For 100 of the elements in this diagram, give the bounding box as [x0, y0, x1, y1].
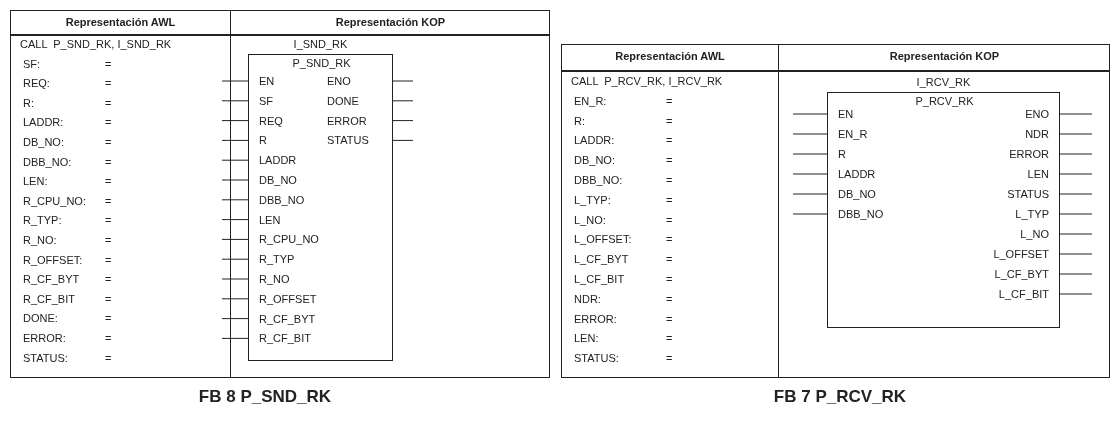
assignment-sign: =: [666, 213, 673, 227]
assignment-sign: =: [666, 114, 673, 128]
parameter-name: SF:: [23, 57, 41, 71]
output-pin-name: NDR: [1025, 128, 1049, 141]
assignment-sign: =: [105, 57, 112, 71]
input-pin-name: R_TYP: [259, 253, 295, 267]
assignment-sign: =: [105, 136, 112, 149]
parameter-name: DBB_NO:: [574, 174, 623, 187]
assignment-sign: =: [105, 234, 112, 247]
assignment-sign: =: [666, 154, 673, 168]
output-pin-name: STATUS: [1007, 188, 1049, 201]
function-block: [248, 54, 393, 361]
input-pin-name: LADDR: [259, 154, 297, 168]
parameter-name: R_TYP:: [23, 214, 62, 228]
parameter-name: ERROR:: [23, 332, 66, 345]
parameter-name: DB_NO:: [574, 154, 615, 168]
assignment-sign: =: [666, 193, 673, 207]
input-pin-name: R: [259, 134, 267, 148]
parameter-name: R:: [23, 96, 34, 110]
caption: FB 8 P_SND_RK: [198, 387, 332, 407]
parameter-name: LEN:: [23, 175, 48, 189]
output-pin-name: L_TYP: [1015, 208, 1049, 221]
input-pin-name: R_CF_BIT: [259, 332, 311, 346]
assignment-sign: =: [666, 292, 673, 306]
output-pin-name: ERROR: [1009, 148, 1049, 161]
code-line: CALL P_RCV_RK, I_RCV_RK: [571, 75, 723, 88]
code-line: CALL P_SND_RK, I_SND_RK: [20, 38, 172, 51]
assignment-sign: =: [105, 351, 112, 365]
output-pin-name: ENO: [327, 75, 351, 88]
input-pin-name: DB_NO: [259, 174, 297, 187]
parameter-name: L_NO:: [574, 213, 606, 227]
assignment-sign: =: [666, 94, 673, 108]
output-pin-name: LEN: [1027, 168, 1049, 181]
assignment-sign: =: [666, 332, 673, 346]
assignment-sign: =: [666, 312, 673, 326]
input-pin-name: R: [838, 148, 846, 161]
parameter-name: ERROR:: [574, 312, 617, 326]
parameter-name: L_CF_BYT: [574, 253, 629, 267]
block-type-name: P_SND_RK: [292, 57, 351, 70]
column-header: Representación KOP: [335, 16, 446, 29]
instance-name: I_SND_RK: [293, 38, 348, 51]
parameter-name: LADDR:: [574, 134, 615, 148]
input-pin-name: EN_R: [838, 128, 868, 141]
parameter-name: R:: [574, 114, 585, 128]
input-pin-name: DBB_NO: [259, 193, 305, 207]
output-pin-name: STATUS: [327, 134, 369, 148]
instance-name: I_RCV_RK: [916, 76, 971, 89]
parameter-name: R_CPU_NO:: [23, 194, 86, 208]
assignment-sign: =: [105, 96, 112, 110]
input-pin-name: R_OFFSET: [259, 292, 317, 306]
column-header: Representación AWL: [65, 16, 176, 29]
assignment-sign: =: [666, 174, 673, 187]
parameter-name: DBB_NO:: [23, 155, 72, 169]
parameter-name: R_NO:: [23, 234, 57, 247]
input-pin-name: LADDR: [838, 168, 876, 181]
parameter-name: R_CF_BYT: [23, 273, 80, 287]
parameter-name: DB_NO:: [23, 136, 64, 149]
assignment-sign: =: [105, 273, 112, 287]
parameter-name: LADDR:: [23, 116, 64, 130]
input-pin-name: LEN: [259, 213, 281, 227]
assignment-sign: =: [666, 352, 673, 366]
input-pin-name: EN: [838, 108, 854, 121]
parameter-name: STATUS:: [23, 351, 68, 365]
output-pin-name: ERROR: [327, 114, 367, 128]
output-pin-name: L_OFFSET: [993, 248, 1049, 261]
assignment-sign: =: [105, 332, 112, 345]
column-header: Representación AWL: [615, 50, 725, 63]
input-pin-name: R_CPU_NO: [259, 233, 319, 247]
output-pin-name: DONE: [327, 94, 359, 108]
assignment-sign: =: [105, 194, 112, 208]
parameter-name: R_CF_BIT: [23, 292, 75, 306]
input-pin-name: R_CF_BYT: [259, 312, 316, 326]
input-pin-name: R_NO: [259, 273, 290, 286]
parameter-name: STATUS:: [574, 352, 619, 366]
output-pin-name: ENO: [1025, 108, 1049, 121]
input-pin-name: DBB_NO: [838, 208, 884, 221]
block-type-name: P_RCV_RK: [915, 95, 974, 108]
parameter-name: L_CF_BIT: [574, 273, 625, 286]
assignment-sign: =: [105, 116, 112, 130]
assignment-sign: =: [666, 134, 673, 148]
assignment-sign: =: [105, 155, 112, 169]
parameter-name: LEN:: [574, 332, 599, 346]
output-pin-name: L_CF_BYT: [994, 268, 1049, 281]
column-header: Representación KOP: [889, 50, 1000, 63]
parameter-name: R_OFFSET:: [23, 253, 83, 267]
input-pin-name: REQ: [259, 114, 283, 128]
parameter-name: NDR:: [574, 292, 601, 306]
parameter-name: L_TYP:: [574, 193, 611, 207]
parameter-name: REQ:: [23, 77, 50, 91]
caption: FB 7 P_RCV_RK: [773, 387, 907, 407]
parameter-name: EN_R:: [574, 94, 607, 108]
assignment-sign: =: [666, 253, 673, 267]
output-pin-name: L_NO: [1020, 228, 1049, 241]
assignment-sign: =: [105, 175, 112, 189]
assignment-sign: =: [105, 214, 112, 228]
input-pin-name: DB_NO: [838, 188, 876, 201]
parameter-name: L_OFFSET:: [574, 233, 632, 247]
assignment-sign: =: [105, 253, 112, 267]
assignment-sign: =: [105, 312, 112, 326]
function-block: [827, 92, 1060, 328]
